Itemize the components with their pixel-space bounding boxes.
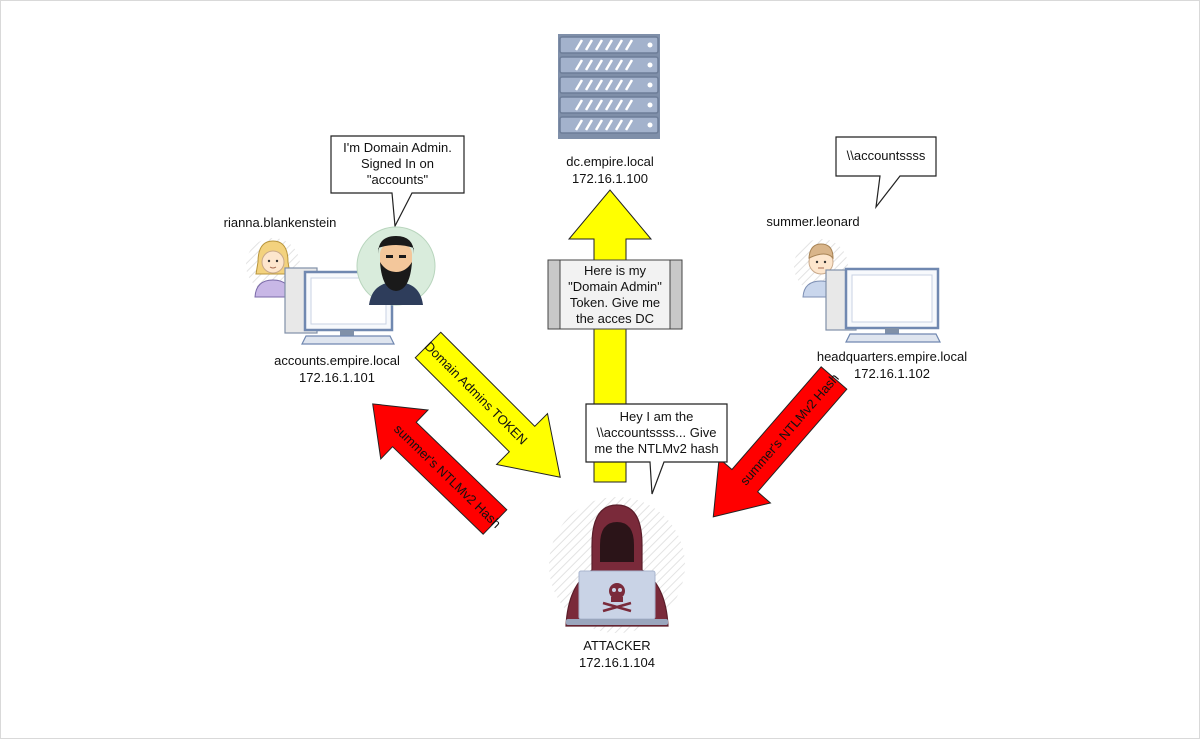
token-box xyxy=(547,259,683,330)
admin-bubble-line-3: "accounts" xyxy=(366,172,429,187)
arrow-label-hash-right: summer's NTLMv2 Hash xyxy=(737,371,842,488)
headquarters-hostname: headquarters.empire.local xyxy=(816,349,968,364)
summer-speech-bubble-shape xyxy=(835,136,937,210)
accounts-node-label: accounts.empire.local 172.16.1.101 xyxy=(252,352,422,386)
rianna-username: rianna.blankenstein xyxy=(223,215,337,230)
attacker-bubble-line-3: me the NTLMv2 hash xyxy=(594,441,719,456)
dc-hostname: dc.empire.local xyxy=(566,154,654,169)
bearded-admin-avatar xyxy=(356,226,436,306)
attacker-ip: 172.16.1.104 xyxy=(579,655,655,670)
token-line-1: Here is my xyxy=(583,263,647,278)
arrow-label-hash-left: summer's NTLMv2 Hash xyxy=(391,421,504,531)
dc-ip: 172.16.1.100 xyxy=(572,171,648,186)
yellow-arrow-domain-admins-token xyxy=(414,331,561,478)
attacker-speech-bubble-shape xyxy=(585,403,728,495)
attacker-name: ATTACKER xyxy=(583,638,651,653)
admin-speech-bubble-shape xyxy=(330,135,465,229)
attacker-bubble-line-2: \\accountssss... Give xyxy=(596,425,717,440)
attacker-speech-bubble: Hey I am the \\accountssss... Give me th… xyxy=(586,409,727,457)
accounts-hostname: accounts.empire.local xyxy=(274,353,400,368)
admin-bubble-line-2: Signed In on xyxy=(360,156,434,171)
attacker-bubble-line-1: Hey I am the xyxy=(619,409,694,424)
token-box-text: Here is my "Domain Admin" Token. Give me… xyxy=(560,263,670,327)
red-arrow-hash-to-attacker xyxy=(712,366,848,518)
server-icon xyxy=(558,34,660,139)
headquarters-ip: 172.16.1.102 xyxy=(854,366,930,381)
token-line-3: Token. Give me xyxy=(569,295,661,310)
summer-speech-bubble: \\accountssss xyxy=(836,148,936,164)
summer-username: summer.leonard xyxy=(766,214,860,229)
headquarters-node-label: headquarters.empire.local 172.16.1.102 xyxy=(802,348,982,382)
attacker-node-label: ATTACKER 172.16.1.104 xyxy=(557,637,677,671)
summer-bubble-line-1: \\accountssss xyxy=(846,148,926,163)
token-line-2: "Domain Admin" xyxy=(568,279,662,294)
token-line-4: the acces DC xyxy=(575,311,655,326)
accounts-ip: 172.16.1.101 xyxy=(299,370,375,385)
headquarters-workstation-icon xyxy=(825,267,941,343)
red-arrow-hash-to-accounts xyxy=(372,403,508,535)
admin-speech-bubble: I'm Domain Admin. Signed In on "accounts… xyxy=(331,140,464,188)
arrow-label-domain-admins-token: Domain Admins TOKEN xyxy=(422,339,531,448)
dc-node-label: dc.empire.local 172.16.1.100 xyxy=(540,153,680,187)
admin-bubble-line-1: I'm Domain Admin. xyxy=(343,140,452,155)
hooded-hacker-icon xyxy=(549,497,685,633)
